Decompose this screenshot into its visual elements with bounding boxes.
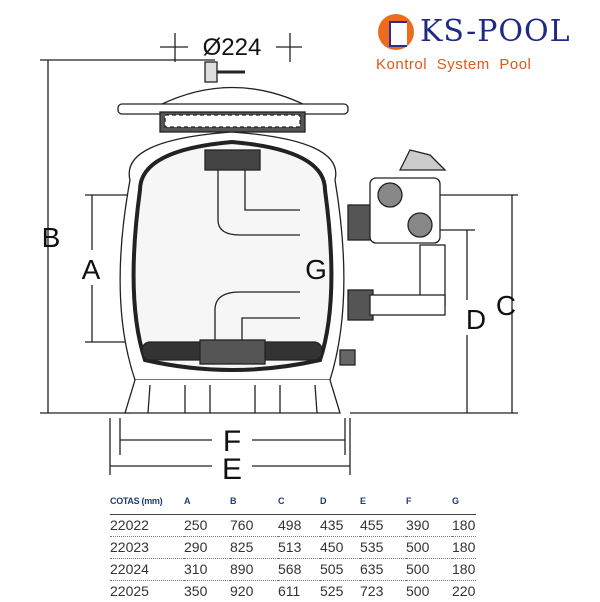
header-cotas: COTAS (mm): [110, 492, 184, 515]
dimension-g-label: G: [305, 254, 327, 285]
logo-k-icon: [378, 14, 414, 50]
header-d: D: [320, 492, 360, 515]
table-cell: 310: [184, 559, 230, 581]
dimension-a-label: A: [82, 254, 101, 285]
table-cell: 513: [278, 537, 320, 559]
table-cell: 635: [360, 559, 406, 581]
dimension-diameter-label: Ø224: [203, 34, 262, 61]
table-cell: 498: [278, 515, 320, 537]
table-cell: 890: [230, 559, 278, 581]
table-cell: 22022: [110, 515, 184, 537]
dimension-c-label: C: [496, 290, 516, 321]
dimension-b-label: B: [42, 222, 61, 253]
header-e: E: [360, 492, 406, 515]
table-cell: 500: [406, 559, 452, 581]
table-cell: 180: [452, 559, 476, 581]
table-cell: 290: [184, 537, 230, 559]
table-cell: 500: [406, 537, 452, 559]
filter-base: [125, 380, 340, 413]
table-cell: 760: [230, 515, 278, 537]
table-cell: 250: [184, 515, 230, 537]
header-b: B: [230, 492, 278, 515]
table-cell: 505: [320, 559, 360, 581]
table-cell: 920: [230, 581, 278, 602]
table-cell: 22025: [110, 581, 184, 602]
table-cell: 450: [320, 537, 360, 559]
dimension-e-label: E: [222, 453, 242, 486]
table-cell: 22023: [110, 537, 184, 559]
header-c: C: [278, 492, 320, 515]
table-cell: 825: [230, 537, 278, 559]
table-cell: 723: [360, 581, 406, 602]
table-cell: 435: [320, 515, 360, 537]
brand-name: KS-POOL: [420, 14, 571, 49]
header-a: A: [184, 492, 230, 515]
table-cell: 390: [406, 515, 452, 537]
filter-lid: [118, 62, 348, 132]
brand-tagline: Kontrol System Pool: [376, 56, 531, 73]
table-cell: 180: [452, 515, 476, 537]
header-f: F: [406, 492, 452, 515]
table-header-row: COTAS (mm) A B C D E F G: [110, 492, 476, 515]
dimension-d-label: D: [466, 304, 486, 335]
table-cell: 455: [360, 515, 406, 537]
table-cell: 500: [406, 581, 452, 602]
table-cell: 22024: [110, 559, 184, 581]
table-cell: 180: [452, 537, 476, 559]
table-cell: 350: [184, 581, 230, 602]
table-cell: 535: [360, 537, 406, 559]
table-cell: 525: [320, 581, 360, 602]
multiport-valve: [340, 150, 445, 365]
table-cell: 611: [278, 581, 320, 602]
ks-pool-logo: KS-POOL Kontrol System Pool: [372, 6, 598, 76]
table-cell: 568: [278, 559, 320, 581]
header-g: G: [452, 492, 476, 515]
table-cell: 220: [452, 581, 476, 602]
